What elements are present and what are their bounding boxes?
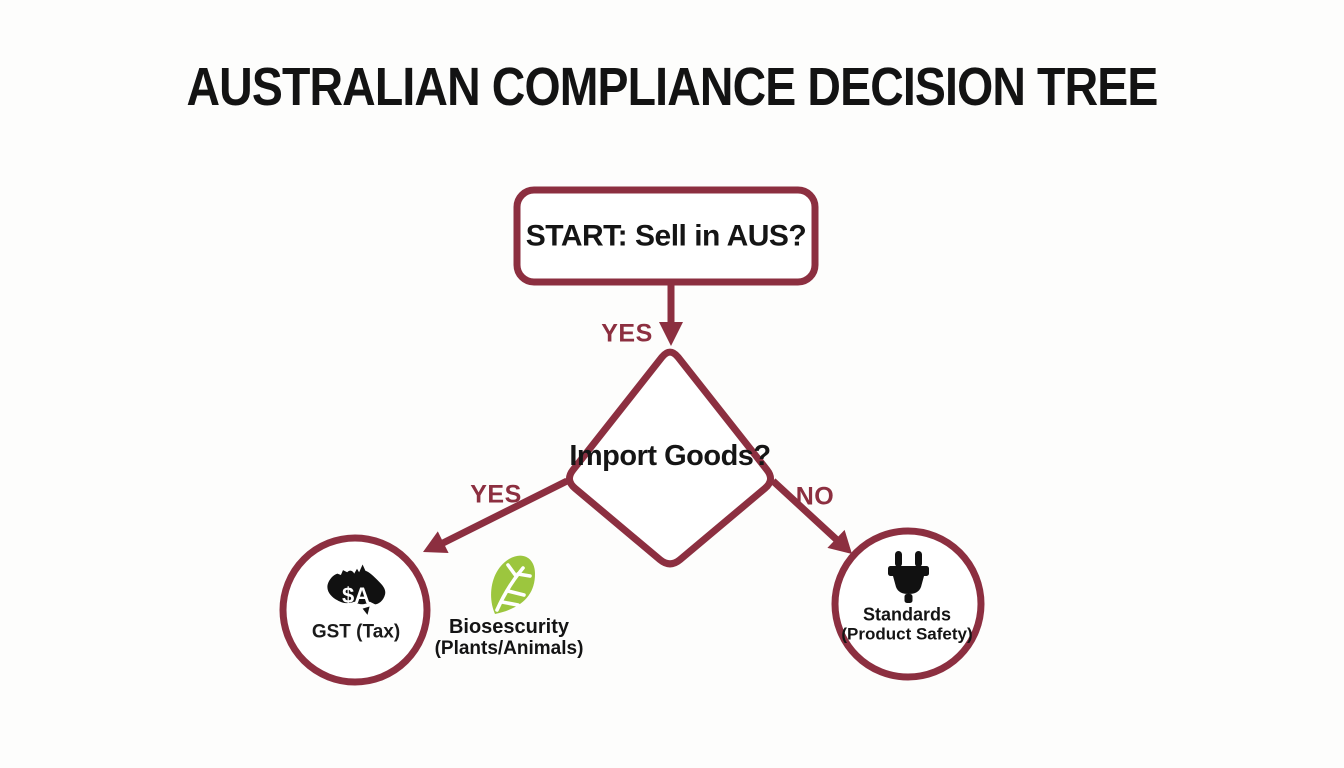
arrow-start-to-decision <box>659 282 683 346</box>
australia-icon-currency-text: $A <box>342 583 370 608</box>
edge-label-yes-down: YES <box>601 319 653 348</box>
start-node-label: START: Sell in AUS? <box>525 219 807 253</box>
power-plug-icon <box>888 551 929 603</box>
decision-diamond <box>566 348 774 568</box>
start-node-box <box>513 186 819 286</box>
page-title: AUSTRALIAN COMPLIANCE DECISION TREE <box>186 57 1159 117</box>
biosecurity-label-line1: Biosescurity <box>448 616 570 639</box>
standards-outcome-circle <box>831 527 985 681</box>
gst-outcome-label: GST (Tax) <box>311 621 401 643</box>
arrow-decision-to-gst <box>423 477 569 553</box>
leaf-icon <box>491 555 535 614</box>
arrow-decision-to-standards <box>770 478 852 554</box>
standards-label-line1: Standards <box>862 604 952 625</box>
australia-map-icon <box>327 564 386 615</box>
biosecurity-outcome-label: Biosescurity (Plants/Animals) <box>435 616 584 660</box>
standards-outcome-label: Standards (Product Safety) <box>841 604 972 643</box>
standards-label-line2: (Product Safety) <box>841 624 973 644</box>
edge-label-no-right: NO <box>795 482 835 511</box>
biosecurity-label-line2: (Plants/Animals) <box>434 638 584 660</box>
decision-node-label: Import Goods? <box>569 440 771 473</box>
gst-outcome-circle <box>279 534 431 686</box>
edge-label-yes-left: YES <box>470 480 522 509</box>
